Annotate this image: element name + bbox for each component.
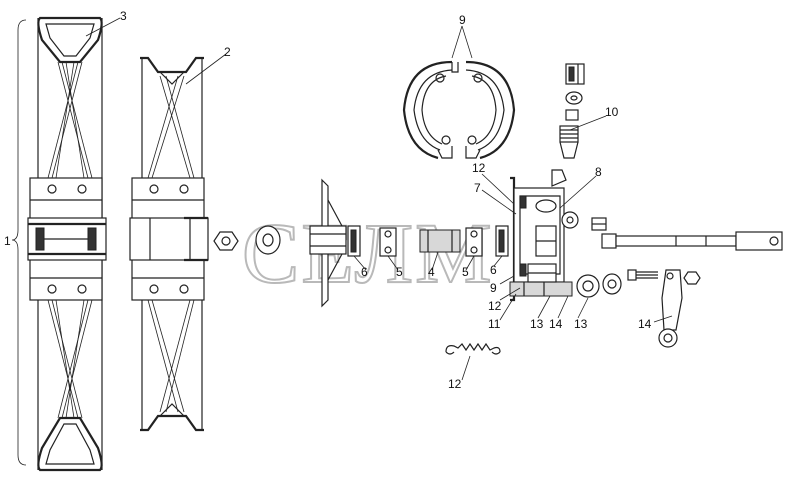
label-8: 8: [595, 165, 602, 179]
label-14-left: 14: [549, 317, 563, 331]
brake-lever: [658, 269, 683, 348]
label-9-mid: 9: [490, 281, 497, 295]
brake-cam-parts: [559, 63, 585, 159]
wheel-assembly: [27, 16, 107, 472]
hardware-small: [561, 211, 701, 298]
label-1: 1: [4, 234, 11, 248]
label-13-right: 13: [574, 317, 588, 331]
callout-labels: 1 3 2 9 10 8 12 7 6 5 4 5 6 9 12 11 13 1…: [4, 9, 652, 391]
label-7: 7: [474, 181, 481, 195]
label-4: 4: [428, 265, 435, 279]
label-6-right: 6: [490, 263, 497, 277]
leader-lines: [85, 17, 673, 381]
rim: [129, 56, 209, 432]
label-13-left: 13: [530, 317, 544, 331]
cam-shaft: [601, 231, 783, 251]
label-5-left: 5: [396, 265, 403, 279]
axle-parts: [213, 178, 509, 308]
label-12-mid: 12: [488, 299, 502, 313]
label-14-right: 14: [638, 317, 652, 331]
assembly-bracket: [11, 19, 27, 466]
label-9-top: 9: [459, 13, 466, 27]
label-5-right: 5: [462, 265, 469, 279]
label-12-bottom: 12: [448, 377, 462, 391]
label-12-top: 12: [472, 161, 486, 175]
return-spring: [445, 342, 501, 355]
brake-housing: [509, 169, 573, 302]
label-2: 2: [224, 45, 231, 59]
label-10: 10: [605, 105, 619, 119]
label-3: 3: [120, 9, 127, 23]
brake-shoes: [402, 60, 516, 160]
label-11: 11: [488, 317, 501, 331]
watermark: СЕЛМ: [242, 205, 494, 301]
label-6-left: 6: [361, 265, 368, 279]
